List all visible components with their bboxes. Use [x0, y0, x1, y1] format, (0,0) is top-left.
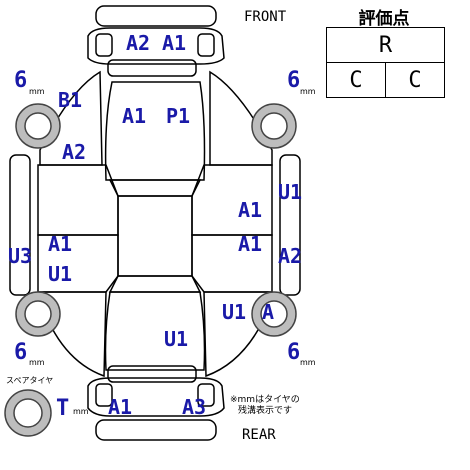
grade-title: 評価点 — [358, 9, 410, 29]
code-hood-1: A1 — [122, 104, 147, 128]
code-hood-2: P1 — [166, 104, 191, 128]
front-label: FRONT — [244, 9, 287, 25]
windshield — [108, 179, 202, 197]
grade-interior: C — [326, 62, 386, 98]
tire-spare — [4, 389, 52, 437]
left-sill — [9, 154, 31, 296]
code-trunk: U1 — [164, 327, 189, 351]
tire-rear-right — [251, 291, 297, 337]
grade-table: R C C — [326, 27, 445, 98]
right-front-fender — [209, 70, 273, 166]
code-right-rear-door: A1 — [238, 232, 263, 256]
rear-plate — [107, 365, 197, 383]
tire-unit-spare: mm — [73, 407, 89, 416]
grade-overall: R — [326, 27, 445, 63]
code-left-rear-door-2: U1 — [48, 262, 73, 286]
code-front-bumper-1: A2 — [126, 31, 151, 55]
code-right-rear-2: A — [262, 300, 275, 324]
right-sill — [279, 154, 301, 296]
tire-depth-front-left: 6 — [14, 68, 28, 93]
code-right-rear-quarter: A2 — [278, 244, 303, 268]
tire-depth-front-right: 6 — [287, 68, 301, 93]
roof — [117, 195, 193, 277]
left-front-door — [37, 164, 119, 236]
tire-front-left — [15, 103, 61, 149]
front-bumper-top — [95, 5, 217, 27]
rear-bumper-outline — [87, 377, 225, 417]
rear-light-left — [95, 383, 113, 407]
left-front-fender — [39, 70, 103, 166]
code-right-rear-1: U1 — [222, 300, 247, 324]
front-plate — [107, 59, 197, 77]
rear-glass — [108, 275, 202, 293]
tire-unit-rear-right: mm — [300, 358, 316, 367]
trunk-lid — [104, 291, 206, 371]
code-rear-bumper-2: A3 — [182, 395, 207, 419]
code-rear-bumper-1: A1 — [108, 395, 133, 419]
note-line-2: 残溝表示です — [238, 406, 293, 416]
front-bumper-outline — [87, 27, 225, 65]
tire-rear-left — [15, 291, 61, 337]
left-rear-door — [37, 234, 119, 293]
front-grille-left — [95, 33, 113, 57]
note-line-1: ※mmはタイヤの — [230, 395, 300, 405]
code-front-bumper-2: A1 — [162, 31, 187, 55]
tire-depth-rear-left: 6 — [14, 340, 28, 365]
tire-unit-front-right: mm — [300, 87, 316, 96]
tire-front-right — [251, 103, 297, 149]
code-front-left-fender: B1 — [58, 88, 83, 112]
grade-exterior: C — [385, 62, 445, 98]
spare-tire-label: スペアタイヤ — [6, 376, 54, 385]
tire-unit-rear-left: mm — [29, 358, 45, 367]
rear-label: REAR — [242, 427, 276, 443]
code-left-front-pillar: A2 — [62, 140, 87, 164]
hood — [104, 81, 206, 181]
code-right-front-door: A1 — [238, 198, 263, 222]
tire-depth-spare: T — [56, 396, 70, 421]
front-grille-right — [197, 33, 215, 57]
code-right-front-door-top: U1 — [278, 180, 303, 204]
code-left-sill: U3 — [8, 244, 33, 268]
rear-bumper-bottom — [95, 419, 217, 441]
code-left-rear-door-1: A1 — [48, 232, 73, 256]
right-front-door — [191, 164, 273, 236]
right-rear-door — [191, 234, 273, 293]
tire-depth-rear-right: 6 — [287, 340, 301, 365]
tire-unit-front-left: mm — [29, 87, 45, 96]
rear-light-right — [197, 383, 215, 407]
